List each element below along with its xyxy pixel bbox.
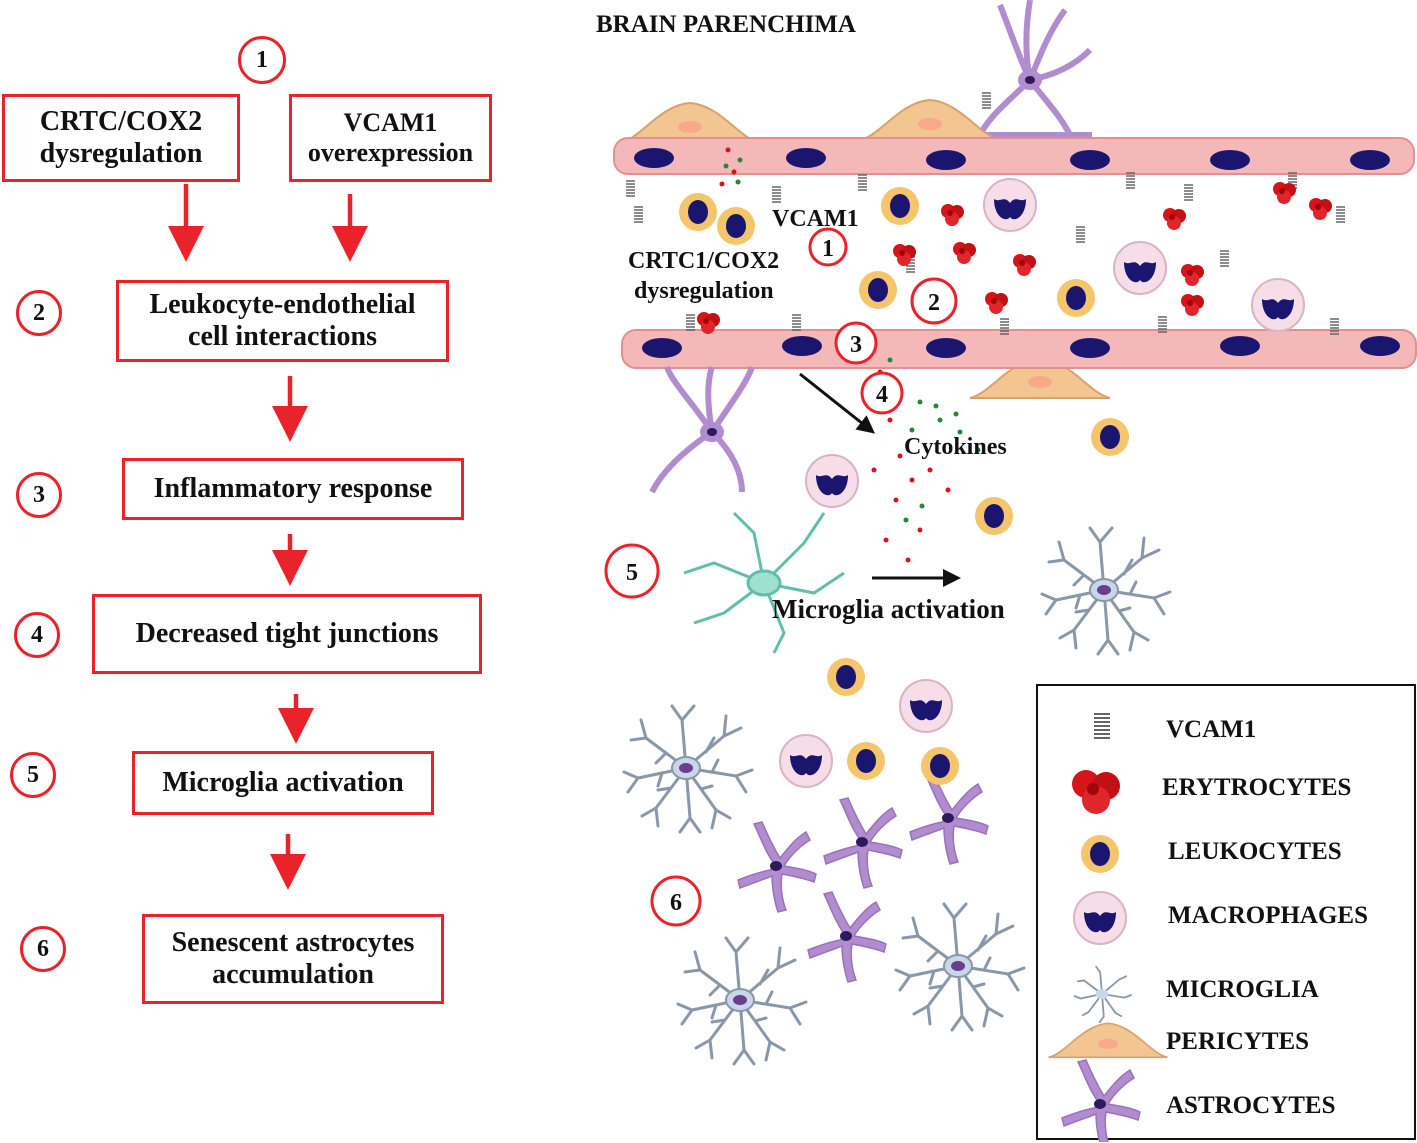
activated-microglia-top: [1040, 526, 1172, 656]
microglia-activation-box: Microglia activation: [132, 751, 434, 815]
microglia-bottom-right: [894, 902, 1026, 1032]
svg-text:1: 1: [822, 236, 834, 262]
illus-marker-2: 2: [910, 277, 958, 325]
senescent-astrocytes-box: Senescent astrocytes accumulation: [142, 914, 444, 1004]
legend-microglia: MICROGLIA: [1166, 976, 1319, 1003]
inflammatory-response-box: Inflammatory response: [122, 458, 464, 520]
macrophage-icon: [1073, 891, 1127, 945]
illus-marker-4: 4: [860, 371, 904, 415]
illus-marker-5: 5: [604, 543, 660, 599]
svg-text:4: 4: [876, 382, 888, 408]
astrocyte-1: [737, 821, 817, 913]
pericyte-top-middle: [859, 99, 1001, 141]
step-3-marker: 3: [16, 472, 62, 518]
microglia-activation-label: Microglia activation: [772, 594, 1005, 624]
illus-marker-1: 1: [808, 227, 848, 267]
cytokine-arrow: [799, 372, 876, 434]
erythrocyte-icon: [1072, 770, 1120, 814]
step-2-marker: 2: [16, 290, 62, 336]
legend-vcam1: VCAM1: [1166, 716, 1257, 743]
microglia-left: [622, 704, 754, 834]
vessel-astrocyte: [649, 365, 755, 494]
legend-leukocytes: LEUKOCYTES: [1168, 838, 1342, 865]
top-endothelium: [613, 137, 1415, 175]
legend-pericytes: PERICYTES: [1166, 1028, 1310, 1055]
microglia-icon: [1073, 965, 1133, 1024]
leukocyte-lower-3: [921, 747, 959, 785]
legend-astrocytes: ASTROCYTES: [1166, 1092, 1336, 1119]
astrocyte-3: [909, 773, 989, 865]
step-4-marker: 4: [14, 612, 60, 658]
astrocyte-icon: [1061, 1059, 1141, 1142]
resting-microglia: [683, 511, 845, 654]
pericyte-icon: [1048, 1022, 1168, 1059]
top-astrocyte: [977, 0, 1093, 138]
svg-text:3: 3: [850, 332, 862, 358]
step-1-marker: 1: [238, 36, 286, 84]
legend: VCAM1 ERYTROCYTES LEUKOCYTES MACROPHAGES…: [1036, 684, 1416, 1142]
flow-arrows: [168, 184, 368, 890]
vcam1-box: VCAM1 overexpression: [289, 94, 492, 182]
illus-marker-3: 3: [834, 321, 878, 365]
tight-junctions-box: Decreased tight junctions: [92, 594, 482, 674]
step-6-marker: 6: [20, 926, 66, 972]
legend-erytrocytes: ERYTROCYTES: [1162, 774, 1352, 801]
step-5-marker: 5: [10, 752, 56, 798]
svg-text:2: 2: [928, 290, 940, 316]
cytokines-label: Cytokines: [904, 434, 1007, 460]
brain-parenchima-title: BRAIN PARENCHIMA: [596, 11, 856, 38]
legend-macrophages: MACROPHAGES: [1168, 902, 1368, 929]
leukocyte-lower-2: [847, 742, 885, 780]
microglia-bottom-left: [676, 936, 808, 1066]
crtc1-label: CRTC1/COX2 dysregulation: [628, 248, 785, 304]
astrocyte-4: [807, 891, 887, 983]
vcam1-label: VCAM1: [772, 206, 859, 232]
svg-text:6: 6: [670, 890, 682, 916]
crtc-cox2-box: CRTC/COX2 dysregulation: [2, 94, 240, 182]
leukocyte-icon: [1081, 835, 1119, 873]
leukocyte-lower-1: [827, 658, 865, 696]
spring-icon: [1094, 713, 1110, 739]
illus-marker-6: 6: [650, 875, 702, 927]
leukocyte-interactions-box: Leukocyte-endothelial cell interactions: [116, 280, 449, 362]
astrocyte-2: [823, 797, 903, 889]
legend-icons: [1048, 713, 1168, 1142]
svg-text:5: 5: [626, 560, 638, 586]
bottom-endothelium: [621, 329, 1417, 369]
